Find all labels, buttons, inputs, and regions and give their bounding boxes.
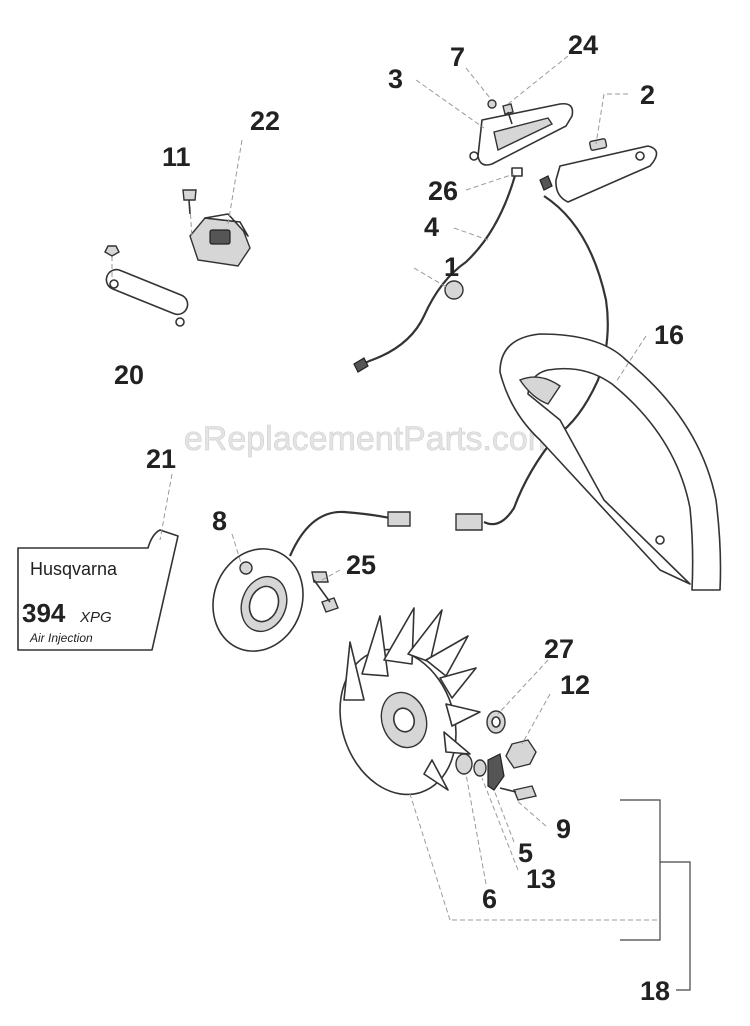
bracket-18 (620, 799, 691, 991)
callout-18: 18 (640, 976, 670, 1006)
callout-16: 16 (654, 320, 684, 350)
callout-7: 7 (450, 42, 465, 72)
part-20-strap (104, 245, 189, 327)
flywheel (339, 607, 481, 796)
callout-3: 3 (388, 64, 403, 94)
part-25-bolt (311, 571, 339, 613)
callout-9: 9 (556, 814, 571, 844)
watermark: eReplacementParts.com (184, 420, 556, 458)
callout-22: 22 (250, 106, 280, 136)
part-7-24-screws (487, 99, 514, 125)
callout-labels: 1 2 3 4 5 6 7 8 9 11 12 13 16 18 20 21 2… (114, 30, 684, 1006)
part-8-ignition-module (212, 510, 411, 652)
callout-5: 5 (518, 838, 533, 868)
callout-12: 12 (560, 670, 590, 700)
part-21-decal: Husqvarna 394 XPG Air Injection (17, 529, 179, 651)
part-3-switch-housing (469, 102, 574, 166)
callout-1: 1 (444, 252, 459, 282)
decal-subtitle: Air Injection (29, 631, 93, 645)
flywheel-hardware (455, 710, 537, 801)
part-4-wire (353, 167, 523, 373)
part-22-block (182, 189, 251, 267)
callout-24: 24 (568, 30, 598, 60)
leader-lines (159, 55, 660, 921)
callout-27: 27 (544, 634, 574, 664)
callout-20: 20 (114, 360, 144, 390)
decal-brand: Husqvarna (30, 559, 118, 579)
callout-26: 26 (428, 176, 458, 206)
callout-4: 4 (424, 212, 439, 242)
decal-model-suffix: XPG (79, 609, 112, 626)
part-16-handle (499, 333, 722, 591)
callout-25: 25 (346, 550, 376, 580)
part-16-wire (455, 175, 609, 531)
callout-13: 13 (526, 864, 556, 894)
callout-8: 8 (212, 506, 227, 536)
callout-2: 2 (640, 80, 655, 110)
decal-model: 394 (22, 598, 66, 628)
part-2-switch-cover (555, 138, 658, 203)
callout-11: 11 (162, 142, 191, 172)
callout-21: 21 (146, 444, 176, 474)
callout-6: 6 (482, 884, 497, 914)
